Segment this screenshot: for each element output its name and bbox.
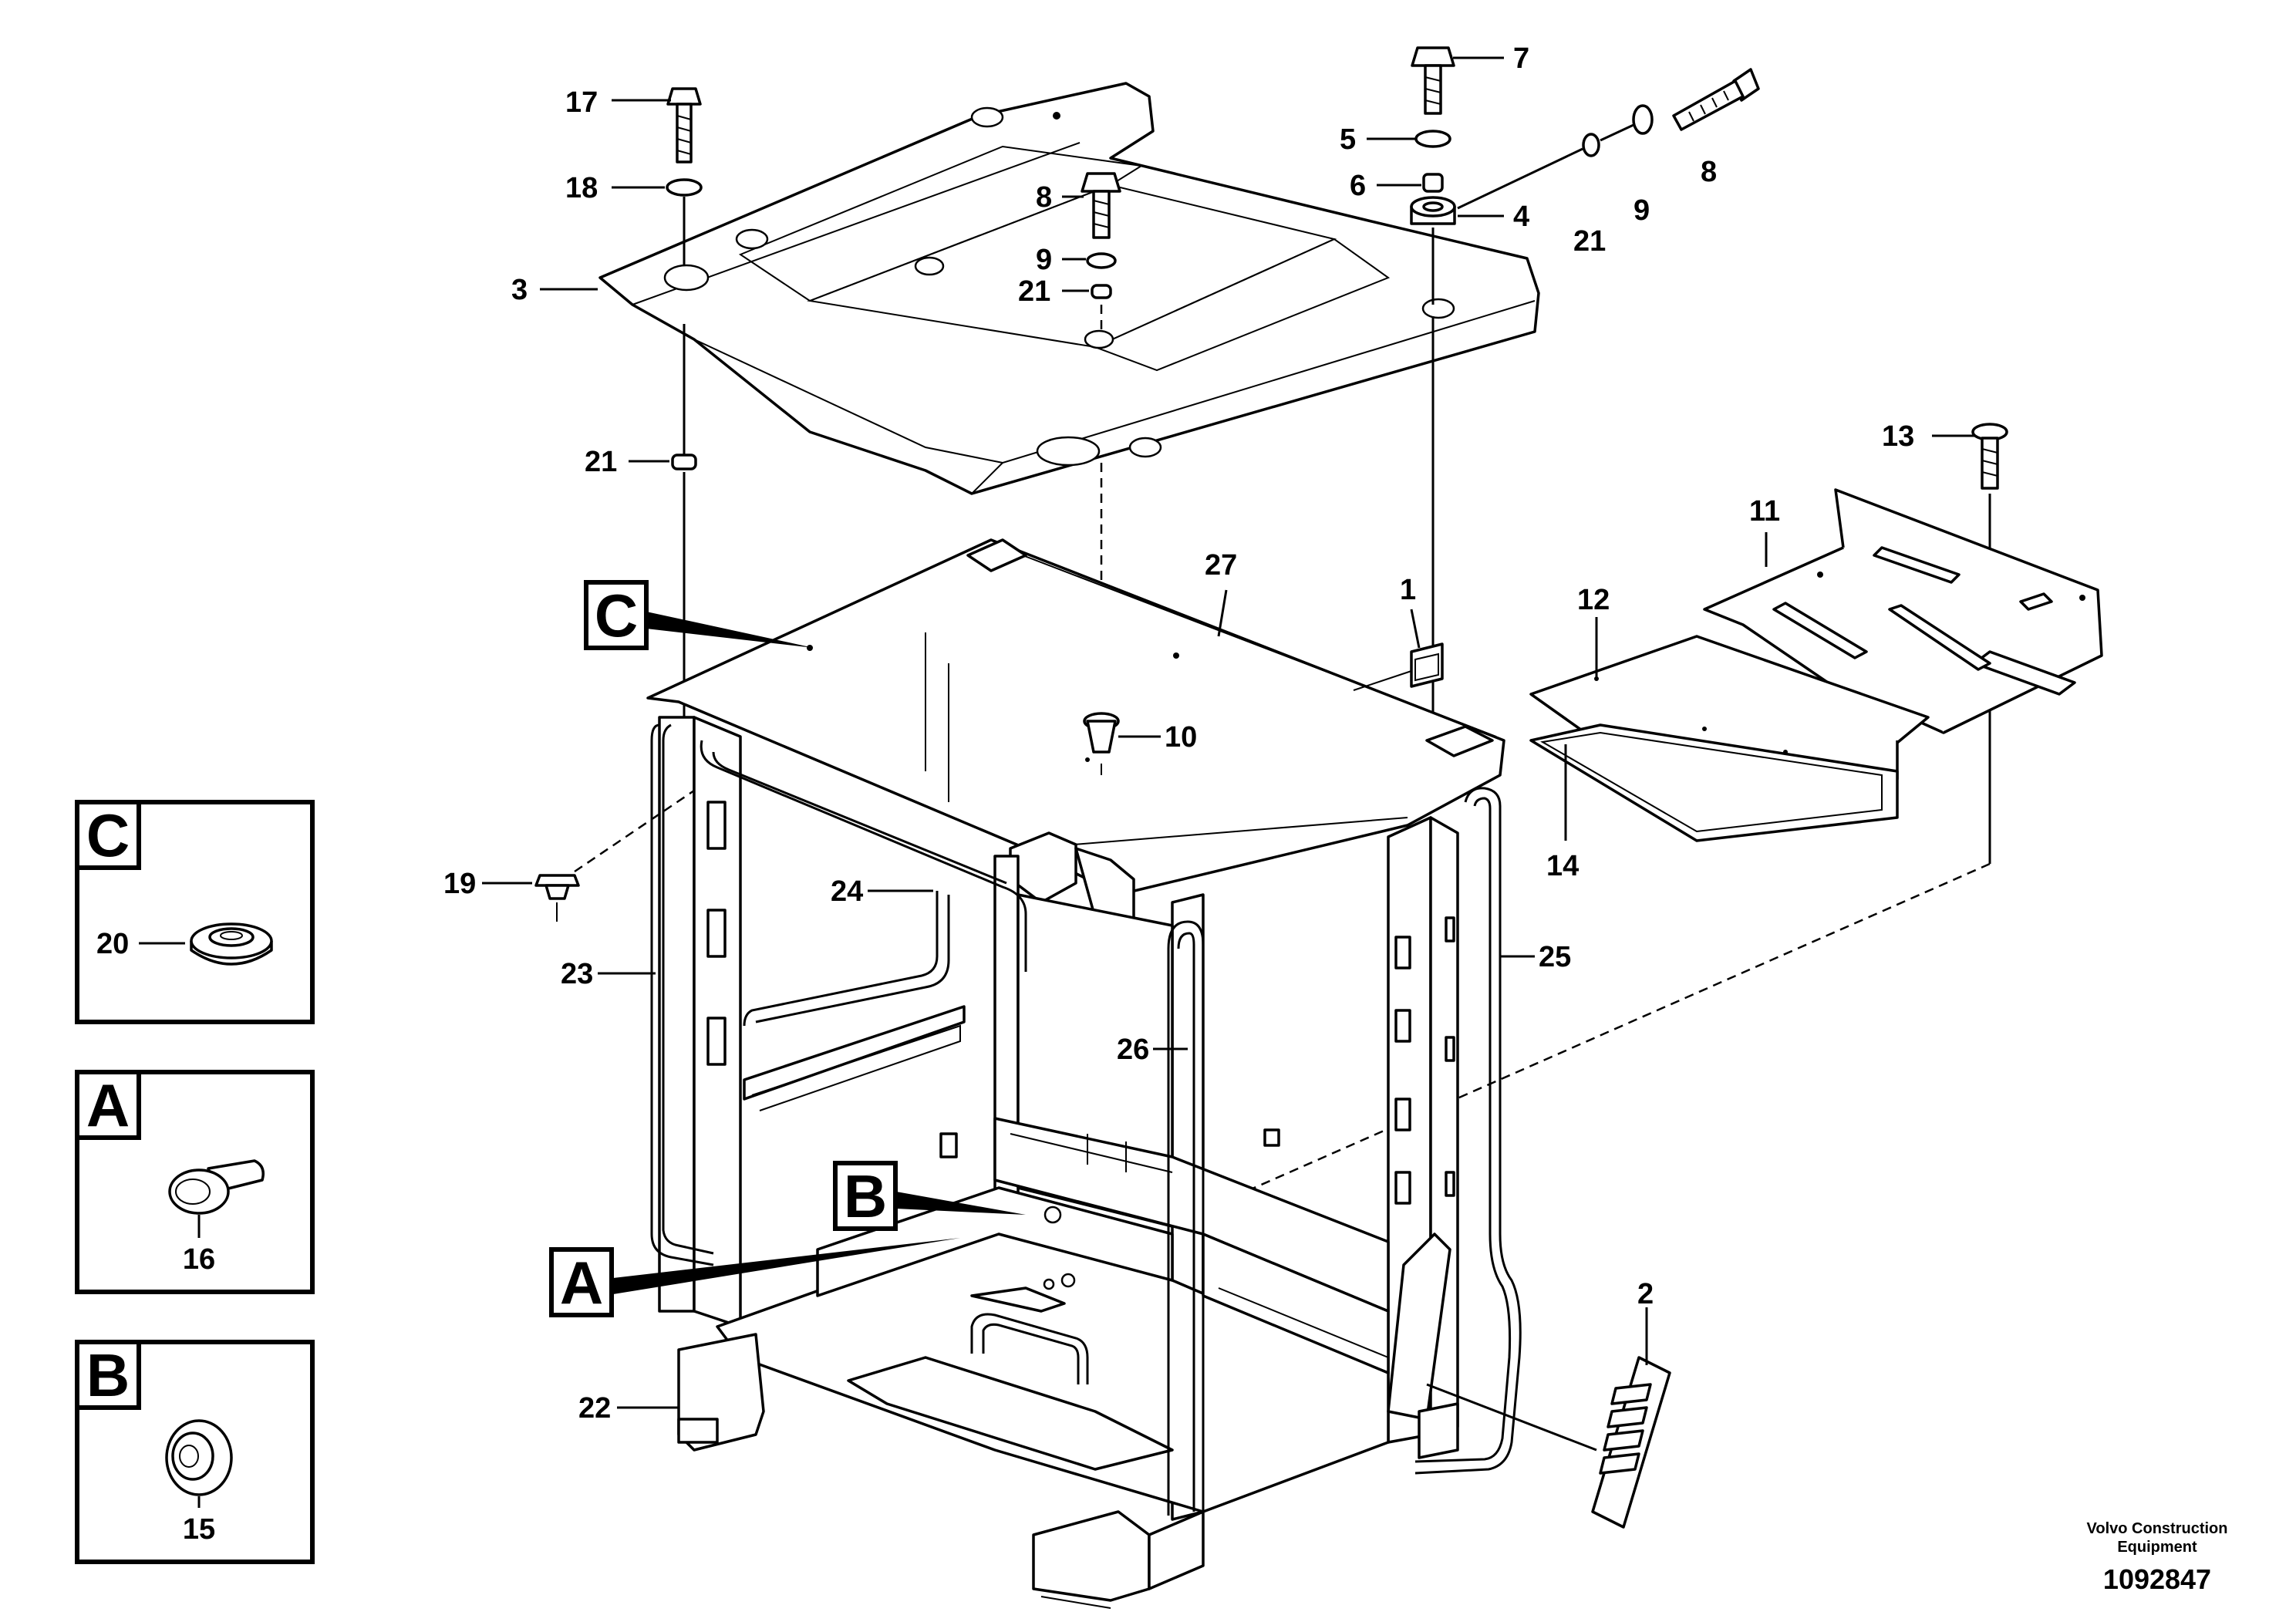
rubber-mount-4 [1410,196,1456,225]
bolt-8-horizontal [1672,68,1760,131]
bolt-17 [666,87,702,164]
callout-9-center: 9 [1036,244,1052,276]
handrail-24 [700,740,1027,1027]
callout-9-right: 9 [1633,194,1650,227]
inset-a-title: A [86,1071,130,1139]
washer-18 [666,178,703,197]
callout-13: 13 [1882,420,1914,453]
callout-5: 5 [1340,123,1356,156]
callout-8-right: 8 [1701,156,1717,188]
step-plate-2 [1591,1356,1671,1529]
detail-ref-c-label: C [595,582,638,649]
ref-arrow-c [646,612,814,648]
callout-4: 4 [1513,201,1529,233]
detail-ref-a-box: A [549,1247,614,1317]
callout-19: 19 [443,868,476,900]
inset-c-title: C [86,801,130,869]
detail-ref-a-label: A [560,1249,603,1317]
detail-ref-b-box: B [833,1161,898,1231]
callout-12: 12 [1577,584,1610,616]
detail-ref-c-box: C [584,580,649,650]
callout-23: 23 [561,958,593,990]
callout-14: 14 [1546,850,1579,882]
push-pin-icon [168,1159,265,1215]
callout-22: 22 [578,1392,611,1425]
callout-20: 20 [96,928,129,960]
roof-panel [598,82,1540,495]
inset-c: C 20 [75,800,315,1024]
callout-27: 27 [1205,549,1237,582]
handrail-25 [1414,787,1522,1475]
inset-b: B 15 [75,1340,315,1564]
handrail-26 [1167,920,1205,1516]
bolt-8-center [1081,172,1121,239]
bolt-13 [1971,423,2008,490]
callout-16: 16 [183,1243,215,1276]
washer-9-center [1086,252,1117,269]
spacer-21-right [1582,133,1600,157]
seal-14 [1529,723,1899,842]
callout-26: 26 [1117,1034,1149,1066]
bushing-6 [1422,173,1444,193]
callout-3: 3 [511,274,528,306]
brand-line-1: Volvo Construction [2087,1520,2228,1537]
doc-number: 1092847 [2103,1563,2211,1595]
footer: Volvo Construction Equipment 1092847 [2087,1520,2228,1595]
inset-a: A 16 [75,1070,315,1294]
washer-9-right [1632,104,1654,135]
callout-2: 2 [1637,1278,1654,1310]
plug-10 [1083,712,1120,754]
callout-21-right: 21 [1573,225,1606,258]
callout-15: 15 [183,1513,215,1546]
ref-arrow-a [613,1238,960,1294]
leader-lines [482,56,1974,1452]
callout-8-center: 8 [1036,181,1052,214]
callout-7: 7 [1513,42,1529,75]
callout-24: 24 [831,875,863,908]
handrail-23 [650,723,714,1266]
callout-6: 6 [1350,170,1366,202]
spacer-21-left [671,454,697,470]
panel-11 [1703,488,2103,734]
brand-line-2: Equipment [2117,1539,2197,1556]
callout-21-left: 21 [585,446,617,478]
grommet-19 [534,874,580,900]
cab-frame [646,538,1505,1609]
detail-ref-b-label: B [844,1162,887,1230]
callout-labels: 17 18 3 21 8 9 21 7 5 6 4 21 9 8 13 11 1… [443,42,1914,1425]
callout-11: 11 [1749,495,1780,528]
callout-10: 10 [1165,721,1197,754]
callout-17: 17 [565,86,598,119]
callout-18: 18 [565,172,598,204]
bolt-7 [1411,46,1455,115]
callout-21-center: 21 [1018,275,1050,308]
ref-arrow-b [896,1192,1026,1215]
callout-1: 1 [1400,574,1416,606]
fixture-1 [1410,642,1444,688]
inset-b-title: B [86,1341,130,1409]
rubber-grommet-icon [190,922,273,966]
spacer-21-center [1091,284,1112,299]
plug-grommet-icon [165,1419,233,1496]
washer-5 [1414,130,1451,148]
callout-25: 25 [1539,941,1571,973]
